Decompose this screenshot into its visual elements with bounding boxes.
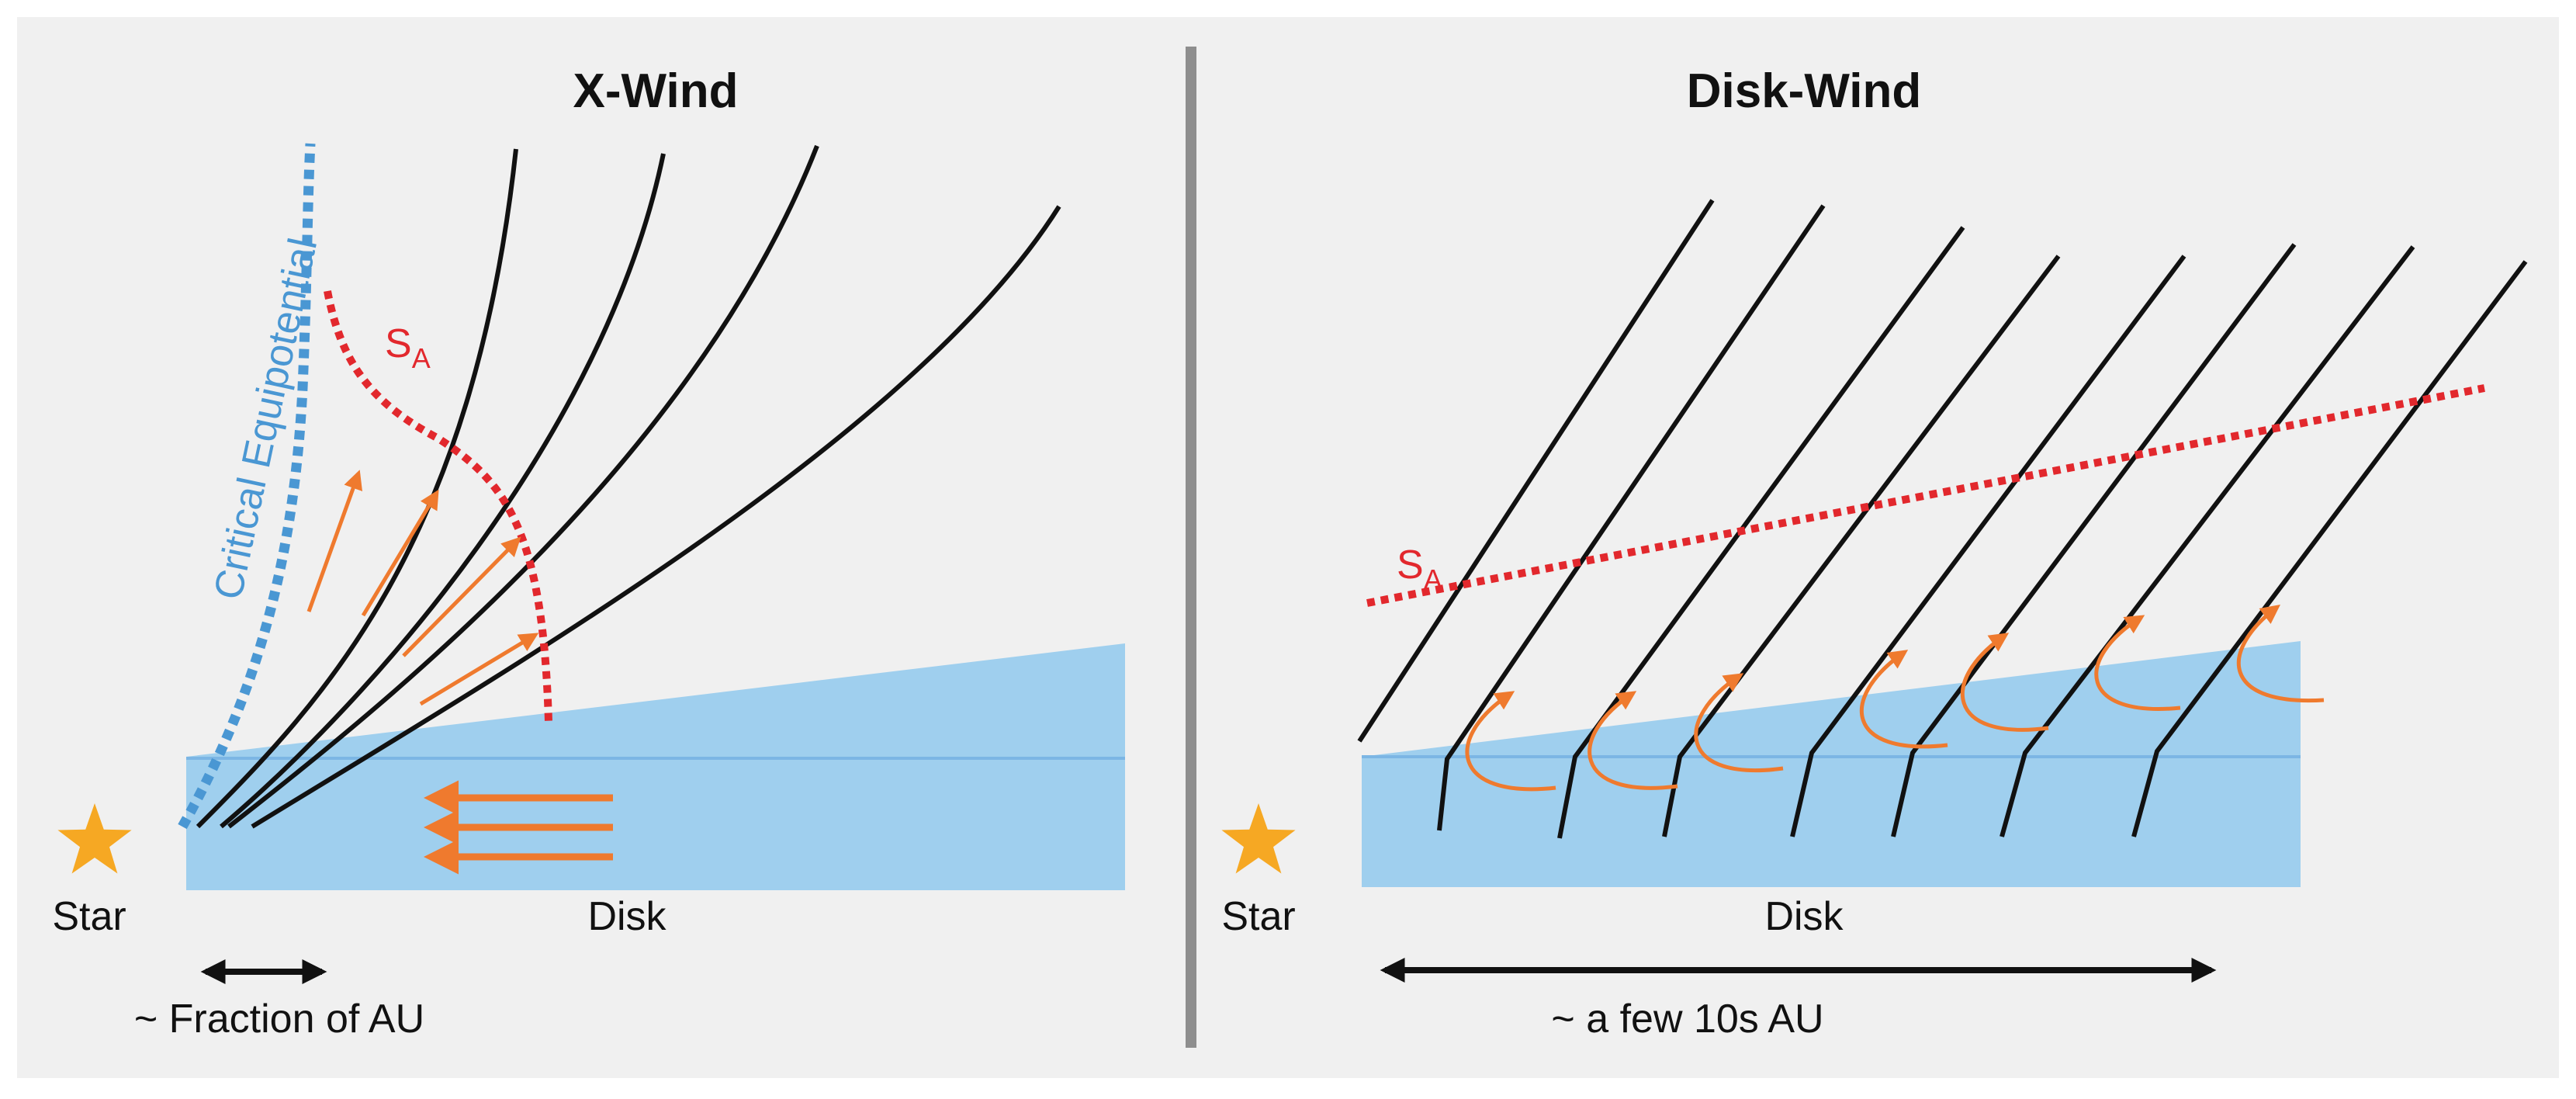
flow-arrow	[419, 633, 539, 706]
left-outflow-arrows	[306, 470, 539, 706]
flow-arrow	[361, 489, 439, 617]
right-panel: Disk-Wind SA Star Disk ~ a few 10s AU	[1221, 64, 2528, 1042]
right-title: Disk-Wind	[1687, 64, 1922, 118]
left-disk-label: Disk	[587, 894, 667, 939]
left-field-lines	[196, 144, 1061, 829]
flow-arrow	[306, 470, 362, 612]
left-title: X-Wind	[573, 64, 739, 118]
left-alfven-surface	[324, 290, 552, 723]
field-line	[2000, 245, 2415, 837]
left-alfven-label: SA	[385, 321, 431, 374]
field-line	[1790, 255, 2186, 837]
left-disk	[186, 643, 1125, 890]
alfven-label-main: S	[385, 321, 412, 366]
launch-arrow	[2237, 604, 2325, 703]
alfven-label-main: S	[1397, 543, 1424, 588]
launch-arrow	[1694, 673, 1784, 773]
right-disk-label: Disk	[1764, 894, 1844, 939]
field-line	[220, 153, 666, 829]
left-star	[57, 803, 132, 874]
alfven-label-subscript: A	[1424, 563, 1442, 595]
field-line	[1891, 243, 2297, 837]
launch-arrow	[2094, 615, 2181, 711]
left-scale-label: ~ Fraction of AU	[134, 997, 424, 1042]
panel-background	[17, 17, 2559, 1078]
launch-arrow	[1587, 691, 1678, 790]
field-line	[1437, 204, 1826, 831]
star-icon	[57, 803, 132, 874]
right-star	[1221, 803, 1296, 874]
field-line	[1662, 255, 2061, 837]
alfven-label-subscript: A	[412, 342, 431, 374]
flow-arrow	[402, 536, 521, 657]
field-line	[2131, 260, 2528, 837]
left-accretion-arrows	[424, 780, 613, 875]
right-scale-label: ~ a few 10s AU	[1551, 997, 1823, 1042]
right-field-lines	[1357, 199, 2528, 839]
launch-arrow	[1860, 650, 1948, 749]
right-alfven-label: SA	[1397, 543, 1442, 595]
star-icon	[1221, 803, 1296, 874]
launch-arrow	[1465, 691, 1556, 792]
launch-arrow	[1961, 633, 2049, 732]
critical-equipotential-curve	[178, 143, 316, 830]
field-line	[1357, 199, 1715, 743]
right-launch-arrows	[1465, 604, 2325, 792]
right-star-label: Star	[1221, 894, 1295, 939]
left-star-label: Star	[52, 894, 126, 939]
field-line	[227, 144, 819, 829]
field-line	[1557, 226, 1965, 839]
field-line	[196, 148, 518, 829]
field-line	[251, 205, 1061, 829]
